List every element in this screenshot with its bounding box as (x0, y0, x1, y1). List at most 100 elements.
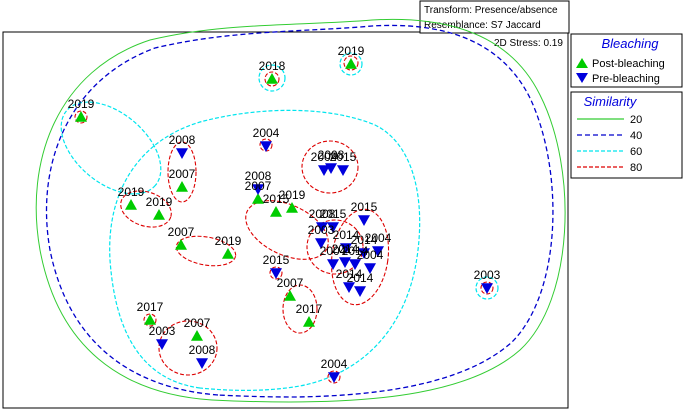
similarity-contours (35, 18, 566, 403)
pre-bleaching-point (328, 372, 340, 383)
point-label: 2019 (146, 195, 173, 209)
point-label: 2008 (245, 169, 272, 183)
legend-bleaching-box (570, 33, 683, 88)
point-label: 2019 (215, 234, 242, 248)
post-bleaching-point (75, 111, 87, 122)
pre-bleaching-point (358, 215, 370, 226)
point-label: 2014 (342, 244, 369, 258)
point-label: 2014 (347, 271, 374, 285)
header-box (419, 0, 570, 34)
point-label: 2008 (309, 207, 336, 221)
post-bleaching-point (266, 73, 278, 84)
contour-60 (60, 52, 499, 391)
point-label: 2004 (311, 150, 338, 164)
post-bleaching-point (303, 316, 315, 327)
post-bleaching-point (144, 314, 156, 325)
post-bleaching-point (153, 209, 165, 220)
points-layer (75, 58, 493, 383)
point-label: 2015 (330, 150, 357, 164)
pre-bleaching-point (343, 282, 355, 293)
point-label: 2014 (333, 228, 360, 242)
legend-label-60: 60 (630, 146, 642, 158)
post-bleaching-point (270, 206, 282, 217)
pre-bleaching-point (340, 243, 352, 254)
legend-pre-bleaching-marker (576, 73, 588, 83)
point-label: 2004 (357, 248, 384, 262)
pre-bleaching-point (327, 259, 339, 270)
legend-label-80: 80 (630, 162, 642, 174)
point-label: 2008 (169, 133, 196, 147)
point-label: 2007 (168, 225, 195, 239)
legend-label-20: 20 (630, 114, 642, 126)
point-label: 2003 (149, 324, 176, 338)
pre-bleaching-point (364, 263, 376, 274)
contour-40 (45, 24, 554, 398)
point-label: 2008 (189, 343, 216, 357)
point-label: 2015 (320, 207, 347, 221)
pre-bleaching-point (156, 339, 168, 350)
resemblance-label: Resemblance: S7 Jaccard (424, 20, 541, 31)
pre-bleaching-point (339, 257, 351, 268)
pre-bleaching-point (481, 283, 493, 294)
pre-bleaching-point (315, 238, 327, 249)
pre-bleaching-point (354, 286, 366, 297)
point-label: 2019 (68, 97, 95, 111)
legend-pre-bleaching-label: Pre-bleaching (592, 73, 660, 85)
point-label: 2015 (351, 200, 378, 214)
point-label: 2003 (474, 268, 501, 282)
post-bleaching-point (252, 193, 264, 204)
pre-bleaching-point (270, 268, 282, 279)
point-label: 2014 (336, 267, 363, 281)
point-label: 2017 (296, 302, 323, 316)
pre-bleaching-point (176, 148, 188, 159)
pre-bleaching-point (358, 248, 370, 259)
post-bleaching-point (284, 290, 296, 301)
pre-bleaching-point (349, 259, 361, 270)
point-label: 2015 (263, 192, 290, 206)
point-label: 2018 (259, 59, 286, 73)
post-bleaching-point (191, 330, 203, 341)
point-label: 2007 (169, 167, 196, 181)
pre-bleaching-point (260, 141, 272, 152)
pre-bleaching-point (372, 246, 384, 257)
legend-label-40: 40 (630, 130, 642, 142)
point-label: 2017 (137, 300, 164, 314)
pre-bleaching-point (327, 222, 339, 233)
contour-80 (74, 55, 494, 384)
pre-bleaching-point (316, 222, 328, 233)
stress-label: 2D Stress: 0.19 (494, 38, 563, 49)
post-bleaching-point (286, 202, 298, 213)
point-label: 2004 (365, 231, 392, 245)
legend-similarity-title: Similarity (584, 94, 638, 109)
point-label: 2019 (279, 188, 306, 202)
point-label: 2019 (338, 44, 365, 58)
post-bleaching-point (125, 199, 137, 210)
post-bleaching-point (222, 248, 234, 259)
legend-post-bleaching-marker (576, 58, 588, 68)
point-label: 2015 (263, 253, 290, 267)
plot-frame (2, 31, 569, 409)
point-label: 2008 (318, 148, 345, 162)
pre-bleaching-point (337, 165, 349, 176)
point-label: 2003 (308, 223, 335, 237)
pre-bleaching-point (325, 163, 337, 174)
labels-layer: 2018201920192007201920192007201920072015… (68, 44, 501, 371)
point-label: 2014 (351, 233, 378, 247)
point-label: 2007 (184, 316, 211, 330)
pre-bleaching-point (318, 165, 330, 176)
post-bleaching-point (345, 58, 357, 69)
legend-bleaching: Bleaching Post-bleaching Pre-bleaching (570, 33, 683, 88)
point-label: 2007 (277, 276, 304, 290)
pre-bleaching-point (196, 358, 208, 369)
legend-bleaching-title: Bleaching (601, 36, 659, 51)
legend-post-bleaching-label: Post-bleaching (592, 58, 665, 70)
post-bleaching-point (175, 239, 187, 250)
point-label: 2004 (321, 357, 348, 371)
point-label: 2004 (320, 244, 347, 258)
point-label: 2019 (118, 185, 145, 199)
post-bleaching-point (176, 181, 188, 192)
pre-bleaching-point (252, 184, 264, 195)
point-label: 2004 (253, 126, 280, 140)
contour-20 (35, 18, 566, 403)
